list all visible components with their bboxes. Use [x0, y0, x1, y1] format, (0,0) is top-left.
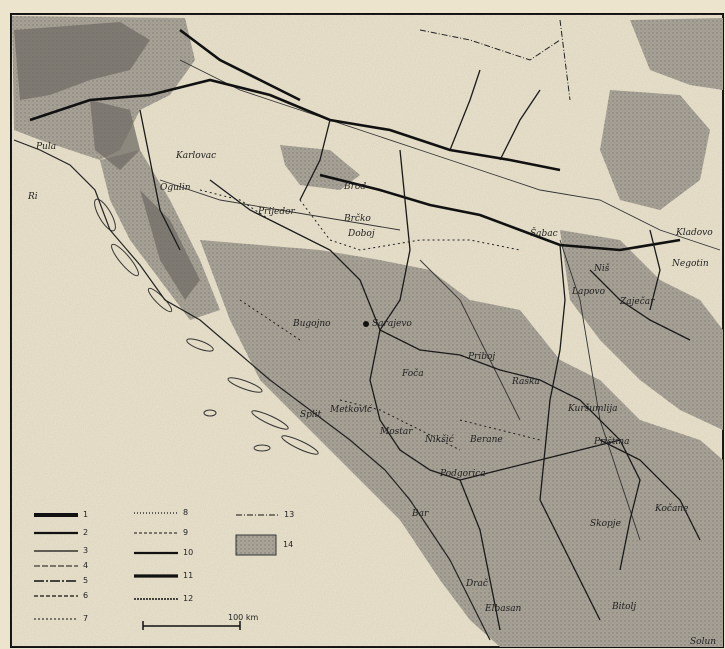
place-nis: Niš [594, 264, 610, 274]
place-lapovo: Lapovo [572, 287, 606, 297]
place-niksic: Nikšić [425, 435, 454, 445]
place-metkovic: Metković [330, 405, 373, 415]
place-sarajevo: Sarajevo [372, 319, 412, 329]
legend-label-9: 9 [183, 528, 189, 537]
legend-label-5: 5 [83, 576, 89, 585]
roads [419, 19, 571, 101]
place-dures: Drač [466, 579, 488, 589]
planned-railways [199, 189, 541, 451]
main-railways [29, 28, 681, 252]
place-prijedor: Prijedor [258, 207, 295, 217]
place-kladovo: Kladovo [676, 228, 713, 238]
place-zajecar: Zaječar [620, 297, 655, 307]
place-pristina: Priština [594, 437, 630, 447]
place-ogulin: Ogulin [160, 183, 191, 193]
place-berane: Berane [470, 435, 503, 445]
place-kursumlija: Kuršumlija [568, 404, 618, 414]
legend-label-4: 4 [83, 561, 89, 570]
scale-bar [142, 621, 241, 630]
place-split: Split [300, 410, 322, 420]
place-foca: Foča [402, 369, 424, 379]
place-priboj: Priboj [468, 352, 496, 362]
legend-label-6: 6 [83, 591, 89, 600]
coastline [13, 139, 491, 641]
place-solun: Solun [690, 637, 717, 647]
place-bitolj: Bitolj [612, 602, 637, 612]
place-mostar: Mostar [380, 427, 413, 437]
legend-label-8: 8 [183, 508, 189, 517]
legend-label-13: 13 [284, 510, 295, 519]
islands [94, 198, 319, 455]
railways [139, 69, 701, 631]
legend-label-2: 2 [83, 528, 89, 537]
place-brcko: Brčko [344, 214, 371, 224]
place-doboj: Doboj [348, 229, 375, 239]
place-bugojno: Bugojno [293, 319, 331, 329]
place-sabac: Šabac [530, 229, 558, 239]
legend-label-12: 12 [183, 594, 194, 603]
legend-symbol-14 [235, 534, 277, 556]
place-rijeka: Ri [28, 192, 38, 202]
place-karlovac: Karlovac [176, 151, 217, 161]
place-elbasan: Elbasan [485, 604, 522, 614]
legend-symbols [34, 512, 278, 620]
place-skopje: Skopje [590, 519, 621, 529]
scale-label: 100 km [228, 613, 259, 622]
place-negotin: Negotin [672, 259, 709, 269]
legend-label-1: 1 [83, 510, 89, 519]
legend-label-11: 11 [183, 571, 194, 580]
place-brod: Brod [344, 182, 367, 192]
legend-label-3: 3 [83, 546, 89, 555]
sarajevo-marker [363, 321, 369, 327]
place-podgorica: Podgorica [440, 469, 486, 479]
legend-label-10: 10 [183, 548, 194, 557]
legend-label-14: 14 [283, 540, 294, 549]
place-raska: Raška [512, 377, 540, 387]
place-bar: Bar [412, 509, 429, 519]
place-pula: Pula [36, 142, 57, 152]
place-kocane: Kočane [655, 504, 689, 514]
rivers [159, 59, 721, 541]
legend-label-7: 7 [83, 614, 89, 623]
